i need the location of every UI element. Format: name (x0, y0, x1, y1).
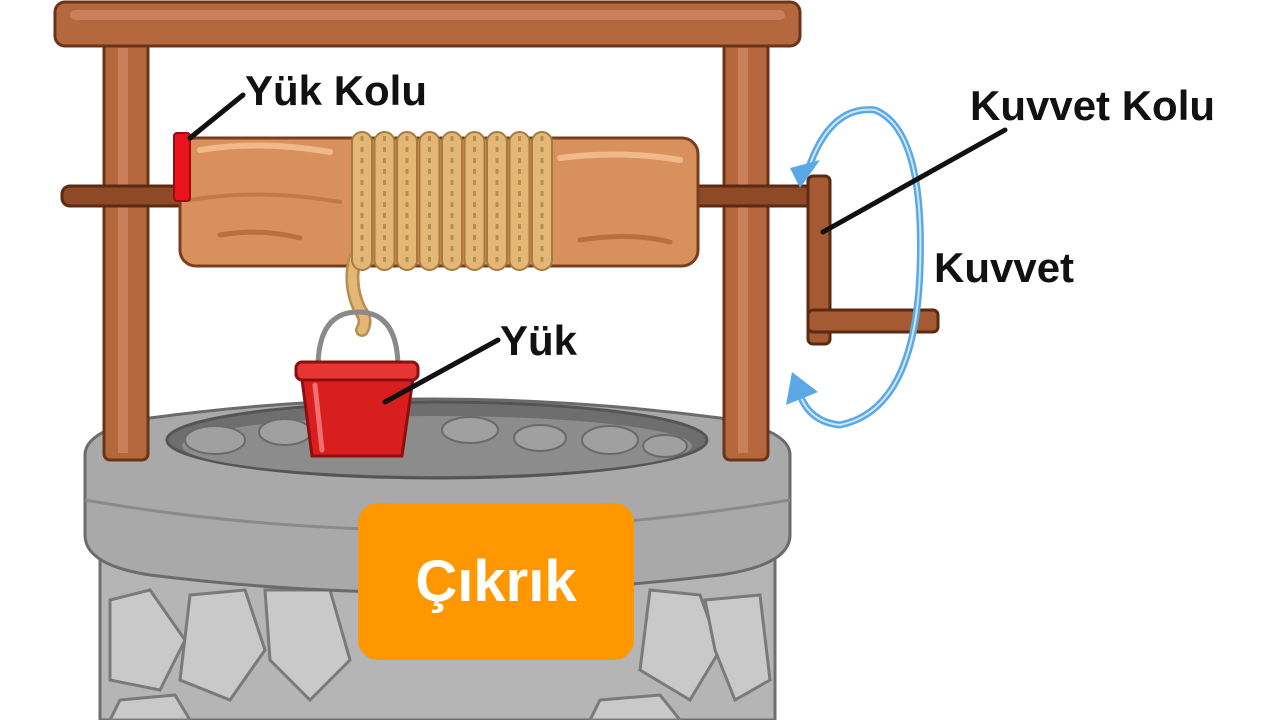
force-arm-leader (820, 127, 1008, 235)
diagram-title: Çıkrık (415, 548, 577, 614)
load-arm-marker (173, 132, 191, 202)
rope-coil (508, 131, 531, 271)
crank-handle-icon (806, 174, 940, 346)
rope-icon (345, 131, 553, 337)
title-badge: Çıkrık (358, 503, 634, 660)
rope-coil (351, 131, 373, 271)
rope-coil (463, 131, 486, 271)
rope-coil (531, 131, 553, 271)
bucket-icon (294, 309, 420, 458)
load-arm-leader (187, 92, 246, 141)
force-arm-label: Kuvvet Kolu (970, 82, 1216, 129)
wooden-frame (53, 0, 802, 462)
rope-coil (373, 131, 396, 271)
rope-coil (441, 131, 463, 271)
force-label: Kuvvet (934, 244, 1075, 291)
rope-coil (396, 131, 418, 271)
load-leader (382, 337, 501, 405)
load-label: Yük (500, 317, 578, 364)
rotation-arrow-icon (786, 106, 924, 429)
rope-coil (418, 131, 441, 271)
load-arm-label: Yük Kolu (245, 67, 428, 114)
rope-coil (486, 131, 508, 271)
